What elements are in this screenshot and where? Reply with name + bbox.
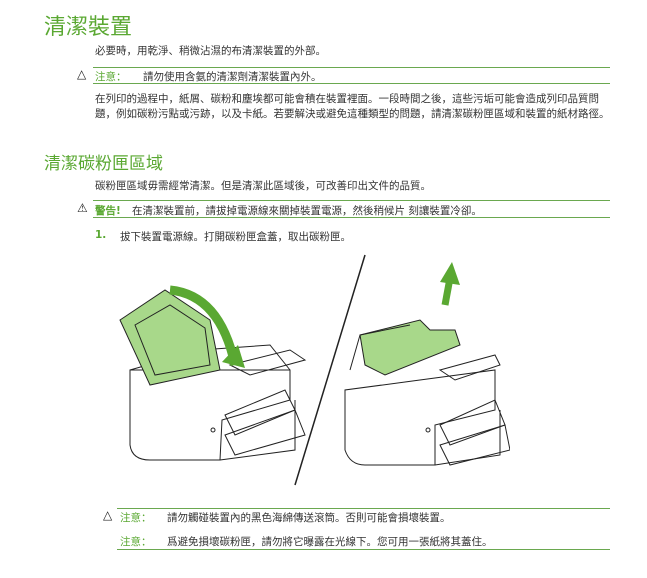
warning-text: 在清潔裝置前，請拔掉電源線來關掉裝置電源，然後稍候片 刻讓裝置冷卻。 (132, 205, 482, 217)
caution-text: 請勿使用含氨的清潔劑清潔裝置內外。 (143, 71, 322, 83)
caution-label: 注意： (95, 71, 127, 83)
divider-line (294, 254, 366, 486)
paper-path-paragraph: 在列印的過程中，紙屑、碳粉和塵埃都可能會積在裝置裡面。一段時間之後，這些污垢可能… (95, 93, 610, 120)
section-title-toner-area: 清潔碳粉匣區域 (44, 154, 163, 174)
toner-intro-text: 碳粉匣區域毋需經常清潔。但是清潔此區域後，可改善印出文件的品質。 (95, 180, 431, 192)
section-title-cleaning: 清潔裝置 (44, 15, 133, 40)
caution-text: 爲避免損壞碳粉匣，請勿將它曝露在光線下。您可用一張紙將其蓋住。 (167, 536, 493, 548)
intro-text: 必要時，用乾淨、稍微沾濕的布清潔裝置的外部。 (95, 45, 326, 57)
caution-label: 注意： (120, 512, 152, 524)
caution-triangle-icon: △ (103, 508, 113, 522)
step-text: 拔下裝置電源線。打開碳粉匣盒蓋，取出碳粉匣。 (120, 231, 351, 243)
warning-label: 警告! (95, 205, 121, 217)
step-number: 1. (95, 229, 107, 241)
printer-illustration (119, 254, 510, 486)
warning-triangle-icon: ⚠ (77, 201, 88, 215)
caution-text: 請勿觸碰裝置內的黑色海綿傳送滾筒。否則可能會損壞裝置。 (167, 512, 451, 524)
caution-label: 注意： (120, 536, 152, 548)
caution-triangle-icon: △ (77, 67, 87, 81)
